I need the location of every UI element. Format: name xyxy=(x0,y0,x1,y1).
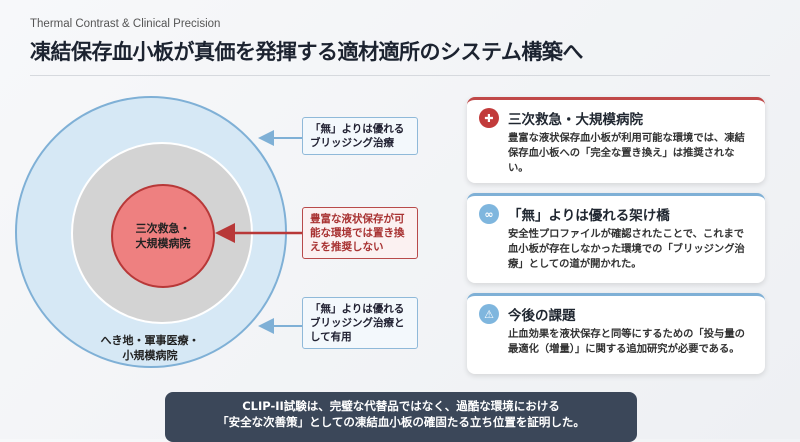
card-title: 今後の課題 xyxy=(508,308,576,324)
warning-icon: ⚠ xyxy=(479,304,499,324)
callout-not-recommended: 豊富な液状保存が可能な環境では置き換えを推奨しない xyxy=(302,207,418,259)
card-title: 三次救急・大規模病院 xyxy=(508,112,643,128)
outer-circle-label: へき地・軍事医療・ 小規模病院 xyxy=(80,333,220,363)
outer-label-line: 小規模病院 xyxy=(122,349,178,362)
callout-bridging-useful: 「無」よりは優れるブリッジング治療として有用 xyxy=(302,297,418,349)
card-tertiary-hospital: ✚ 三次救急・大規模病院 豊富な液状保存血小板が利用可能な環境では、凍結保存血小板… xyxy=(467,97,765,183)
card-bridge: ∞ 「無」よりは優れる架け橋 安全性プロファイルが確認されたことで、これまで血小板… xyxy=(467,193,765,283)
callout-bridging: 「無」よりは優れるブリッジング治療 xyxy=(302,117,418,155)
link-icon: ∞ xyxy=(479,204,499,224)
card-body: 豊富な液状保存血小板が利用可能な環境では、凍結保存血小板への「完全な置き換え」は… xyxy=(508,132,745,174)
inner-circle-label: 三次救急・ 大規模病院 xyxy=(113,221,213,251)
subtitle: Thermal Contrast & Clinical Precision xyxy=(30,18,221,30)
card-body: 止血効果を液状保存と同等にするための「投与量の最適化（増量）」に関する追加研究が… xyxy=(508,328,745,355)
conclusion-banner: CLIP-II試験は、完璧な代替品ではなく、過酷な環境における 「安全な次善策」… xyxy=(165,392,637,442)
page-title: 凍結保存血小板が真価を発揮する適材適所のシステム構築へ xyxy=(30,40,583,64)
card-title: 「無」よりは優れる架け橋 xyxy=(508,208,670,224)
inner-circle xyxy=(111,184,215,288)
inner-label-line: 大規模病院 xyxy=(135,237,191,250)
inner-label-line: 三次救急・ xyxy=(135,222,191,235)
outer-label-line: へき地・軍事医療・ xyxy=(100,334,200,347)
card-body: 安全性プロファイルが確認されたことで、これまで血小板が存在しなかった環境での「ブ… xyxy=(508,228,745,270)
card-future-issues: ⚠ 今後の課題 止血効果を液状保存と同等にするための「投与量の最適化（増量）」に関… xyxy=(467,293,765,374)
hospital-icon: ✚ xyxy=(479,108,499,128)
banner-line: 「安全な次善策」としての凍結血小板の確固たる立ち位置を証明した。 xyxy=(217,415,585,429)
divider xyxy=(30,75,770,76)
banner-line: CLIP-II試験は、完璧な代替品ではなく、過酷な環境における xyxy=(242,399,560,413)
